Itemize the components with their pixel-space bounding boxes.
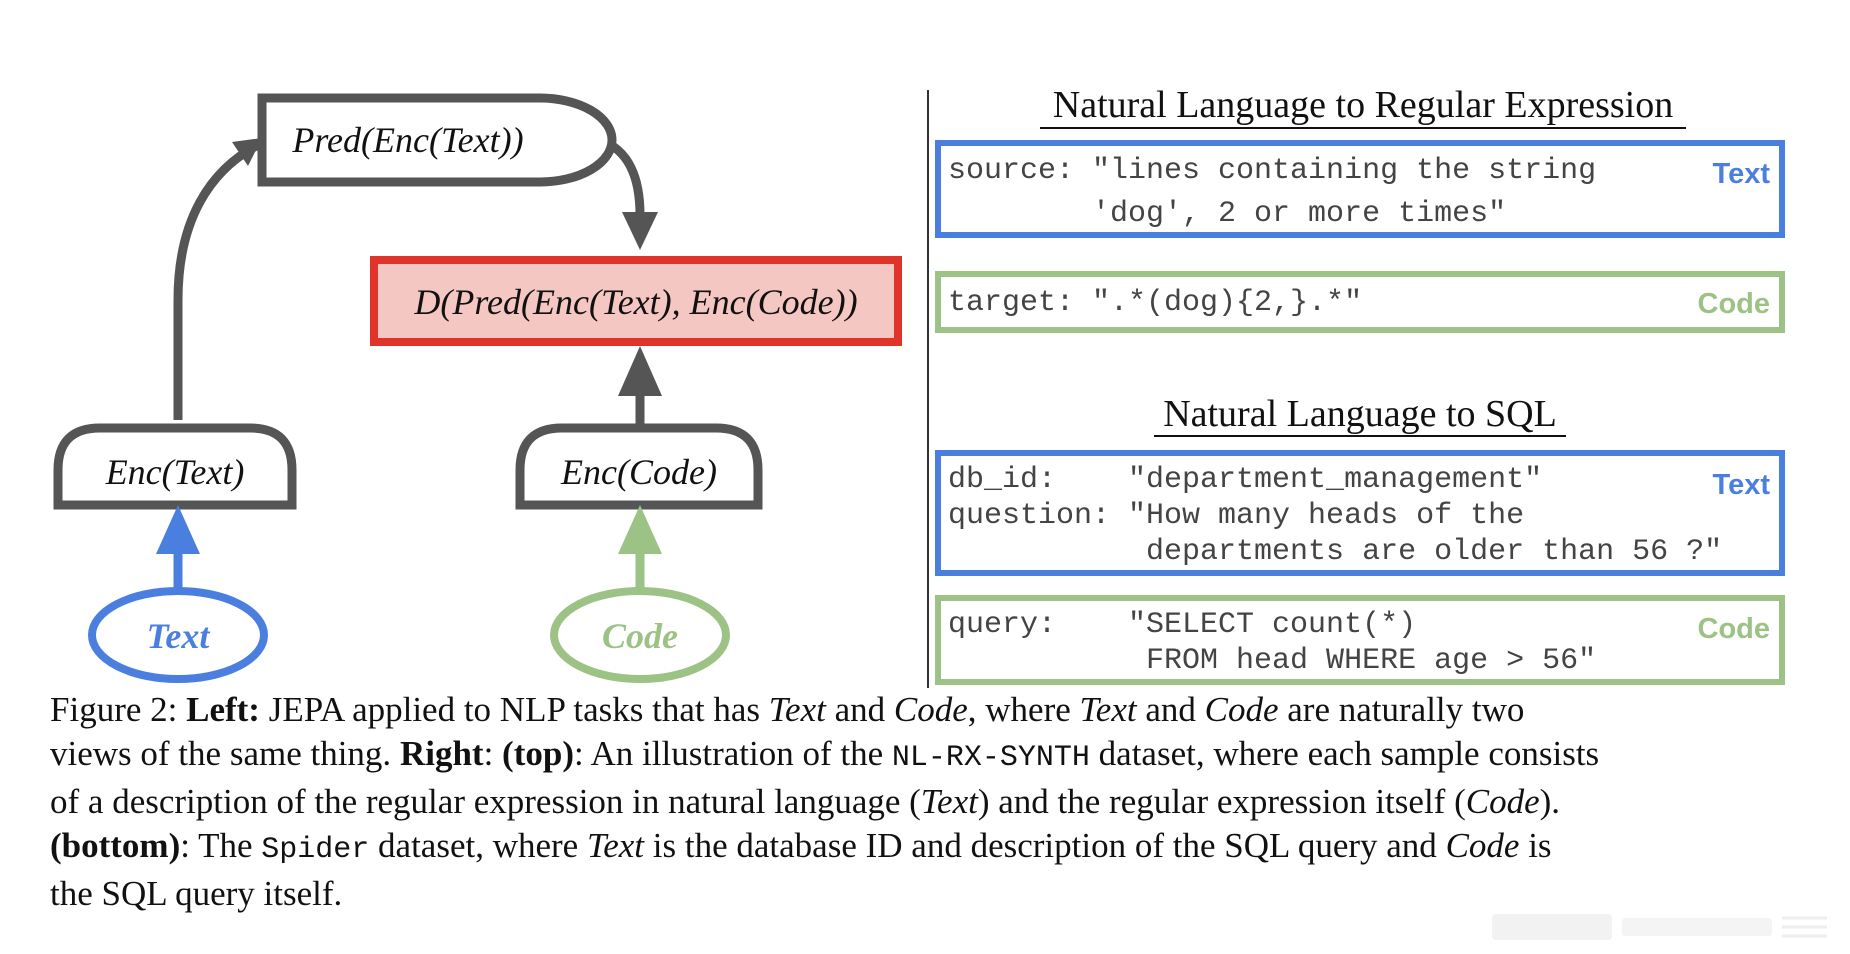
regex-code-tag: Code: [1698, 288, 1771, 320]
caption-line: the SQL query itself.: [50, 872, 1810, 916]
caption-text: are naturally two: [1278, 690, 1525, 729]
caption-text: : The: [180, 826, 262, 865]
caption-text: is the database ID and description of th…: [644, 826, 1446, 865]
caption-line: (bottom): The Spider dataset, where Text…: [50, 824, 1810, 872]
caption-text-var: Text: [920, 782, 978, 821]
arrowhead-to-d: [622, 212, 658, 250]
sql-code-line: query: "SELECT count(*): [948, 608, 1416, 642]
code-input-ellipse: [550, 587, 730, 683]
sql-text-tag: Text: [1713, 469, 1771, 501]
caption-text-var: Text: [586, 826, 645, 865]
watermark-logo: [1492, 914, 1827, 940]
text-input-ellipse: [88, 587, 268, 683]
arrow-enc-text-to-pred: [173, 141, 261, 420]
arrowhead-code-to-enc: [618, 505, 662, 554]
caption-text: JEPA applied to NLP tasks that has: [259, 690, 769, 729]
sql-text-line: departments are older than 56 ?": [948, 535, 1722, 569]
figure-diagram: Pred(Enc(Text)) D(Pred(Enc(Text), Enc(Co…: [53, 84, 1785, 688]
caption-code-var: Code: [1445, 826, 1520, 865]
pred-node-label: Pred(Enc(Text)): [291, 120, 523, 160]
right-panel: Natural Language to Regular Expression s…: [935, 84, 1785, 685]
caption-text: and: [1136, 690, 1205, 729]
caption-text: the SQL query itself.: [50, 874, 343, 913]
caption-code-var: Code: [893, 690, 968, 729]
enc-text-node-label: Enc(Text): [105, 452, 245, 492]
caption-line: views of the same thing. Right: (top): A…: [50, 732, 1810, 780]
regex-code-box: [935, 271, 1785, 333]
d-node-label: D(Pred(Enc(Text), Enc(Code)): [413, 282, 857, 322]
regex-code-line: target: ".*(dog){2,}.*": [948, 286, 1362, 320]
caption-text: dataset, where each sample consists: [1089, 734, 1600, 773]
regex-section-title: Natural Language to Regular Expression: [1053, 84, 1673, 126]
caption-code-var: Code: [1204, 690, 1279, 729]
caption-text: views of the same thing.: [50, 734, 400, 773]
regex-text-line: source: "lines containing the string: [948, 154, 1596, 188]
sql-text-box: [935, 450, 1785, 576]
caption-text-var: Text: [768, 690, 826, 729]
d-node-shape: [370, 256, 902, 346]
sql-text-line: db_id: "department_management": [948, 463, 1542, 497]
enc-code-node-shape: [515, 423, 763, 510]
regex-text-box: [935, 140, 1785, 238]
bottom-label: (bottom): [50, 826, 181, 865]
code-input-label: Code: [602, 616, 678, 656]
arrowhead-code-to-d: [618, 346, 662, 396]
caption-code-var: Code: [1465, 782, 1540, 821]
caption-text: ) and the regular expression itself (: [977, 782, 1466, 821]
caption-text: of a description of the regular expressi…: [50, 782, 921, 821]
caption-line: of a description of the regular expressi…: [50, 780, 1810, 824]
dataset-name: Spider: [261, 833, 370, 867]
enc-text-node-shape: [53, 423, 297, 510]
sql-code-tag: Code: [1698, 613, 1771, 645]
left-diagram: Pred(Enc(Text)) D(Pred(Enc(Text), Enc(Co…: [53, 93, 902, 683]
caption-line: Figure 2: Left: JEPA applied to NLP task…: [50, 688, 1810, 732]
regex-text-line: 'dog', 2 or more times": [948, 197, 1506, 231]
left-label: Left:: [186, 690, 260, 729]
sql-code-box: [935, 595, 1785, 685]
text-input-label: Text: [147, 616, 211, 656]
caption-text: and: [825, 690, 894, 729]
caption-text: dataset, where: [369, 826, 587, 865]
figure-caption: Figure 2: Left: JEPA applied to NLP task…: [50, 688, 1810, 916]
enc-code-node-label: Enc(Code): [560, 452, 717, 492]
figure-label: Figure 2:: [50, 690, 178, 729]
caption-text: ).: [1539, 782, 1561, 821]
caption-text-var: Text: [1079, 690, 1137, 729]
top-label: (top): [502, 734, 574, 773]
caption-text: , where: [967, 690, 1080, 729]
pred-node-shape: [257, 93, 617, 187]
arrowhead-to-pred: [232, 138, 262, 166]
sql-code-line: FROM head WHERE age > 56": [948, 644, 1596, 678]
sql-text-line: question: "How many heads of the: [948, 499, 1524, 533]
sql-section-title: Natural Language to SQL: [1163, 393, 1557, 435]
right-label: Right: [399, 734, 484, 773]
dataset-name: NL-RX-SYNTH: [891, 741, 1090, 775]
caption-text: : An illustration of the: [573, 734, 892, 773]
arrowhead-text-to-enc: [156, 505, 200, 554]
regex-text-tag: Text: [1713, 158, 1771, 190]
caption-text: is: [1519, 826, 1552, 865]
caption-text: :: [483, 734, 503, 773]
